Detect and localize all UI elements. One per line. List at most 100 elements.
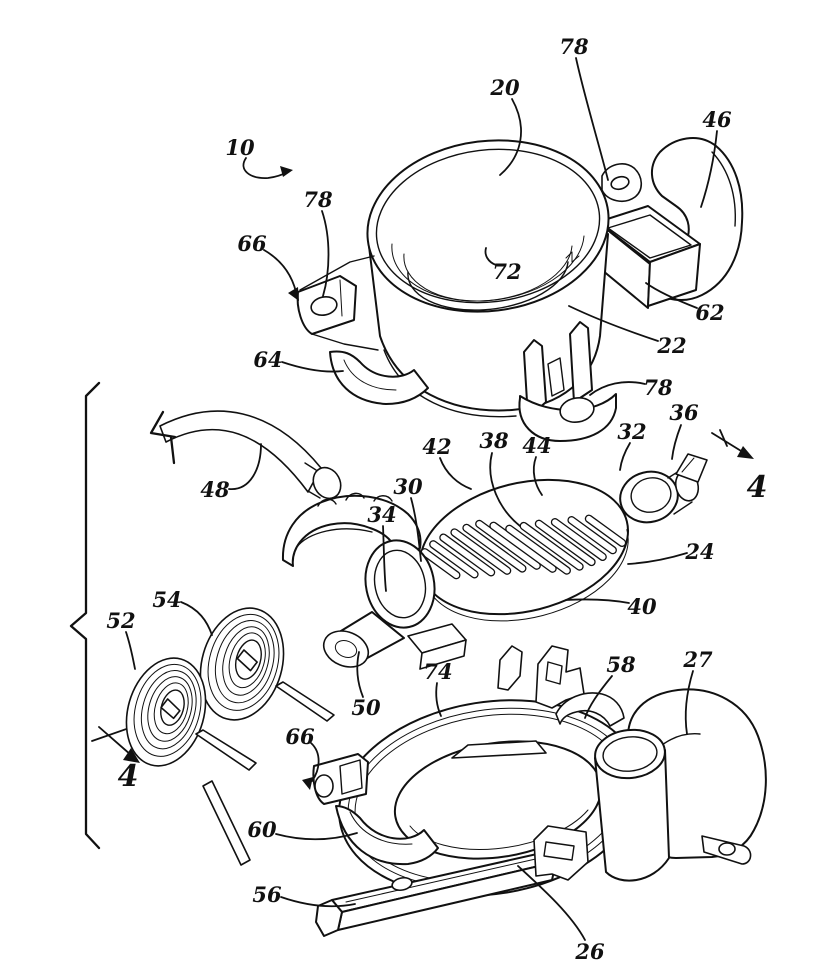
ref-label-78-upper-left: 78 — [303, 187, 333, 297]
ref-number: 27 — [682, 647, 713, 672]
tube-bore — [602, 736, 658, 772]
leader — [242, 157, 288, 179]
return-springs — [125, 607, 335, 866]
ref-label-56: 56 — [252, 882, 356, 908]
shaft-flat-edge — [681, 457, 695, 473]
plate-slat — [534, 519, 596, 567]
ref-number: 74 — [423, 659, 452, 684]
bore-rim — [366, 139, 610, 313]
ref-label-78-top: 78 — [559, 34, 609, 181]
ref-number: 24 — [684, 539, 714, 564]
lever-arm-front — [647, 243, 701, 307]
coil-center — [160, 689, 185, 726]
ref-number: 52 — [106, 608, 135, 633]
ref-number: 20 — [489, 75, 520, 100]
flange-lower-edge — [383, 349, 517, 418]
ref-number: 42 — [422, 434, 451, 459]
clip-small — [497, 645, 523, 691]
ref-label-38: 38 — [479, 428, 521, 527]
spring-key — [236, 649, 258, 672]
ref-label-66-upper: 66 — [237, 231, 299, 301]
plate-slat — [505, 524, 571, 575]
plate-slat — [519, 521, 584, 571]
section-arrow-line — [98, 726, 132, 756]
ref-label-66-lower: 66 — [285, 724, 320, 790]
ear-edge — [339, 279, 343, 317]
ref-label-32: 32 — [617, 419, 647, 471]
hub-bore — [334, 640, 358, 658]
coil — [153, 682, 189, 735]
tab-hole — [718, 842, 736, 856]
wing-edge-bottom — [311, 333, 379, 351]
clip-slot — [547, 357, 565, 397]
leader — [684, 670, 694, 735]
ref-number: 22 — [656, 333, 686, 358]
trough-inner — [349, 811, 413, 845]
section-tick — [719, 429, 728, 447]
ref-number: 46 — [702, 107, 732, 132]
leader — [180, 601, 213, 636]
rim-inner — [375, 148, 601, 304]
ref-number: 34 — [367, 502, 396, 527]
ref-number: 48 — [200, 477, 230, 502]
spring-key — [160, 698, 181, 720]
plate-rim-arc — [425, 529, 629, 622]
bore-arc-2 — [403, 245, 573, 302]
leader-arrowhead — [288, 287, 299, 301]
leader — [627, 552, 688, 565]
ref-label-26: 26 — [517, 865, 605, 964]
ref-number: 66 — [285, 724, 315, 749]
leader — [700, 130, 718, 208]
saddle-inner-arc — [343, 359, 397, 391]
plate-slat — [567, 516, 617, 555]
leader — [619, 442, 631, 471]
coil — [222, 626, 270, 696]
leader — [565, 598, 630, 604]
leader — [575, 57, 609, 181]
ref-label-24: 24 — [627, 539, 715, 565]
plate-slat — [584, 514, 627, 548]
ref-label-54: 54 — [152, 587, 213, 636]
plate-slat — [462, 523, 527, 573]
section-arrowhead — [737, 446, 754, 459]
reference-labels: 10 20 78 46 78 66 72 62 — [106, 34, 767, 964]
ref-label-20: 20 — [489, 75, 522, 176]
ref-number: 40 — [627, 594, 657, 619]
ref-label-42: 42 — [422, 434, 472, 490]
bolt-hole — [610, 175, 630, 191]
leader — [281, 361, 344, 373]
spring-strip — [202, 780, 251, 866]
ref-label-10: 10 — [225, 135, 293, 179]
ref-label-44: 44 — [522, 433, 552, 496]
leader-arrowhead — [280, 166, 293, 177]
ref-number: 58 — [606, 652, 636, 677]
ref-label-4-right: 4 — [747, 470, 768, 505]
plate-slat — [450, 528, 512, 575]
section-arrowhead — [123, 748, 140, 763]
ref-label-46: 46 — [700, 107, 732, 208]
leader — [356, 651, 364, 698]
lever-bar-edge — [345, 857, 541, 903]
ref-number: 62 — [695, 300, 724, 325]
rim-outer — [366, 139, 610, 313]
actuator-boss-contour — [711, 151, 737, 227]
section-number: 4 — [118, 759, 139, 794]
leader — [382, 525, 387, 592]
spring-tang — [275, 681, 335, 722]
gear-disc-inner — [373, 549, 427, 619]
stop-block-front — [419, 639, 467, 670]
ref-number: 54 — [152, 587, 181, 612]
ref-number: 78 — [643, 375, 673, 400]
shaft-flat-tip — [675, 453, 708, 483]
leader — [645, 282, 698, 309]
leader — [321, 210, 330, 297]
leader — [568, 305, 659, 342]
saddle-clamp — [329, 350, 429, 405]
ref-number: 10 — [225, 135, 255, 160]
leader — [439, 457, 472, 490]
coil — [147, 676, 193, 742]
ref-label-78-mid: 78 — [589, 375, 673, 400]
plate-slat — [420, 548, 461, 580]
bore-arc-3 — [407, 261, 569, 311]
